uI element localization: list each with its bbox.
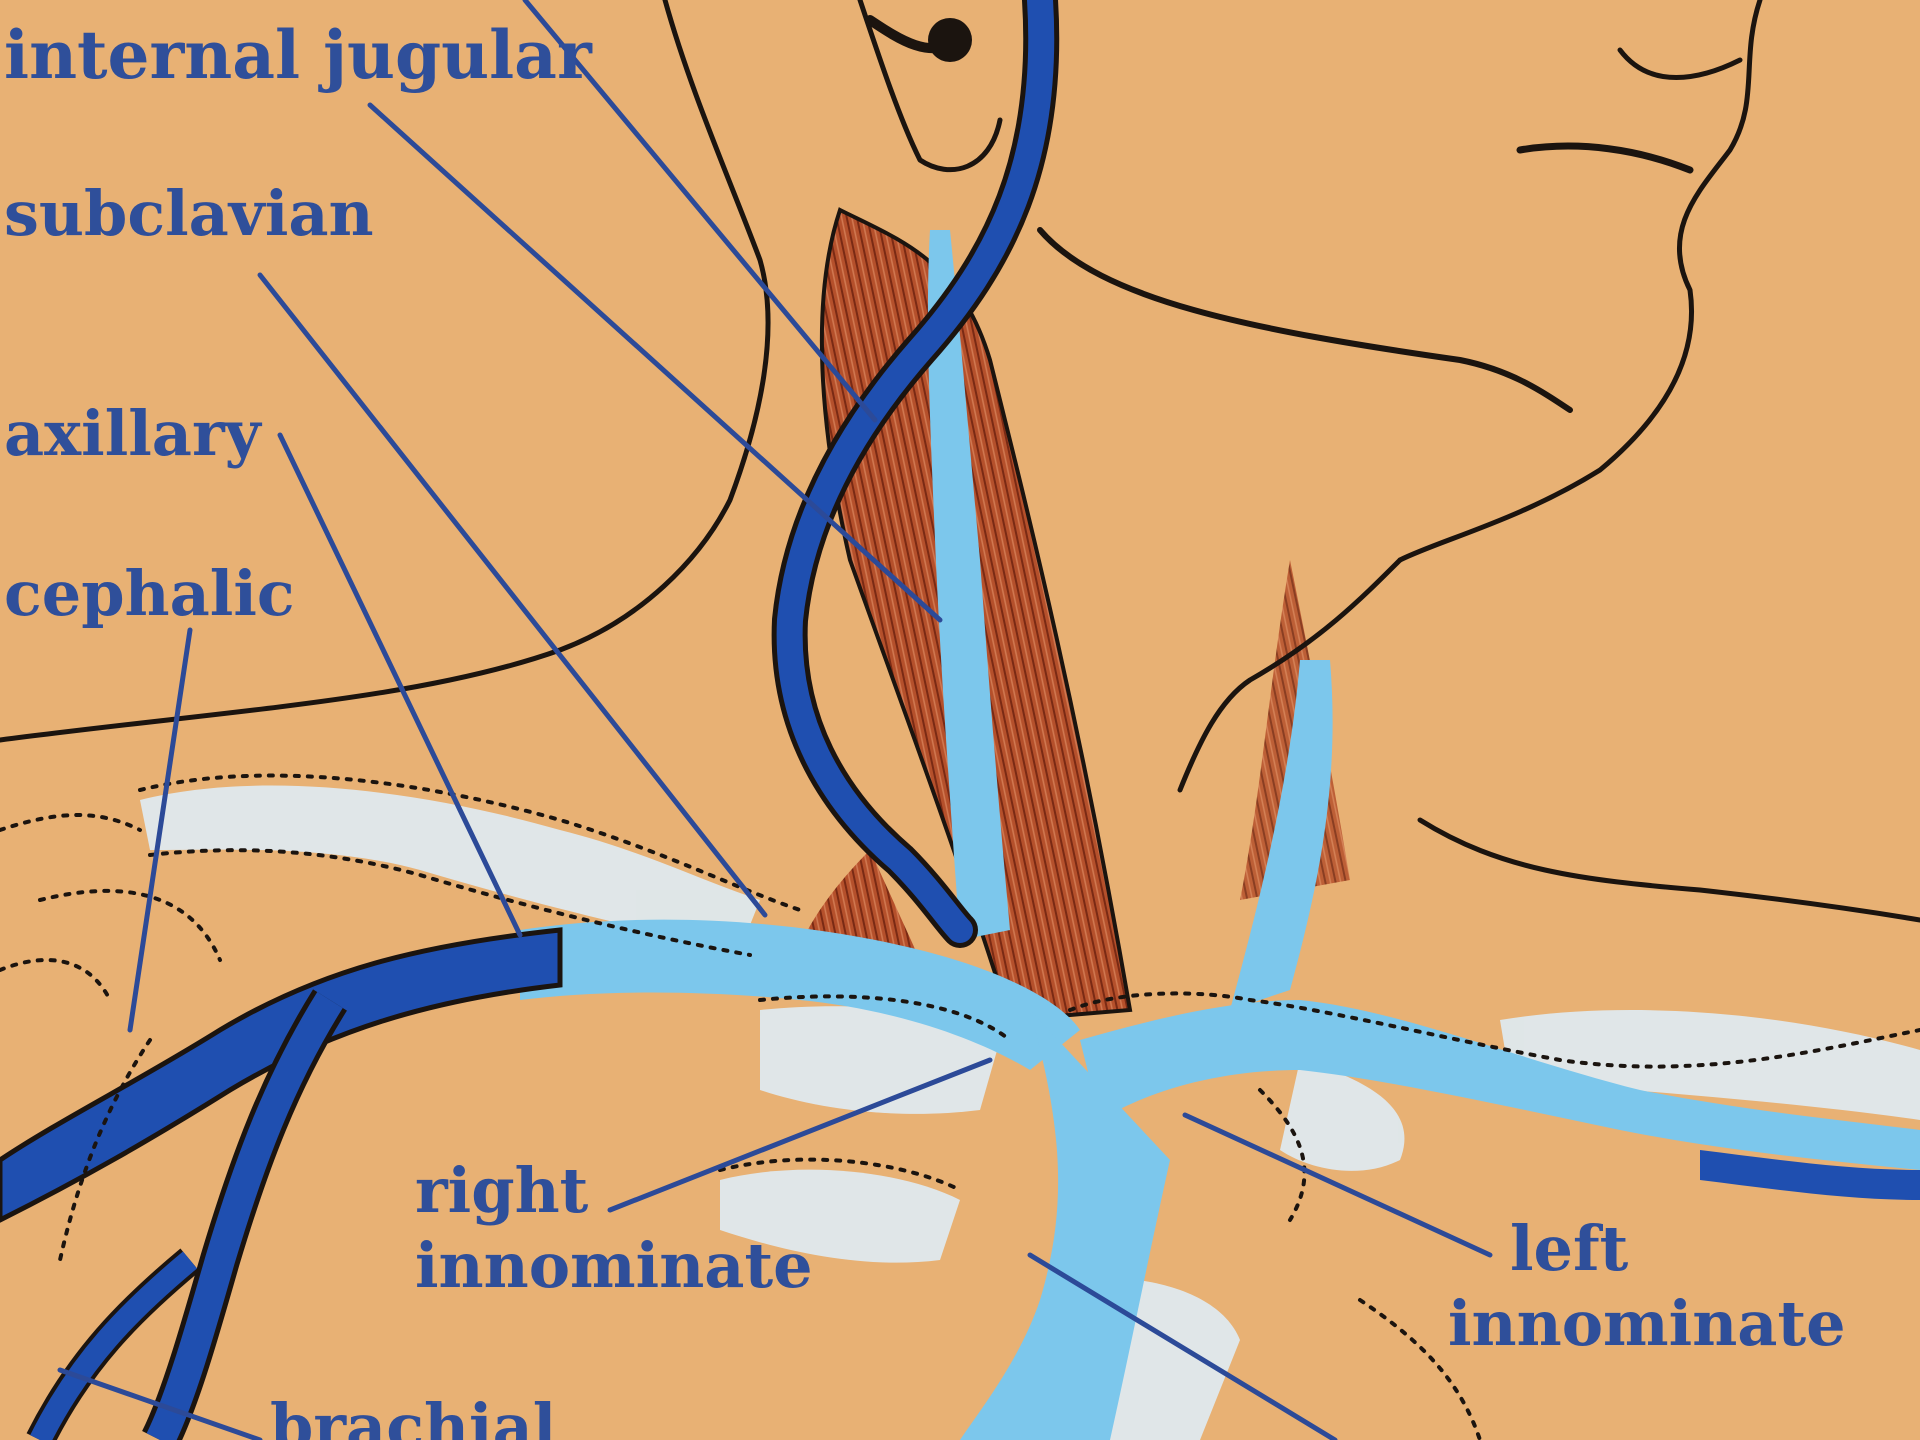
- label-brachial: brachial: [270, 1390, 556, 1440]
- label-left-innominate-line2: innominate: [1448, 1287, 1846, 1360]
- label-left-innominate-line1: left: [1510, 1212, 1629, 1285]
- label-cephalic: cephalic: [4, 557, 295, 630]
- label-axillary: axillary: [4, 397, 263, 470]
- label-internal-jugular: internal jugular: [4, 16, 593, 94]
- ear-detail: [928, 18, 972, 62]
- label-right-innominate-line2: innominate: [415, 1229, 813, 1302]
- label-subclavian: subclavian: [4, 177, 374, 250]
- label-right-innominate-line1: right: [415, 1154, 589, 1227]
